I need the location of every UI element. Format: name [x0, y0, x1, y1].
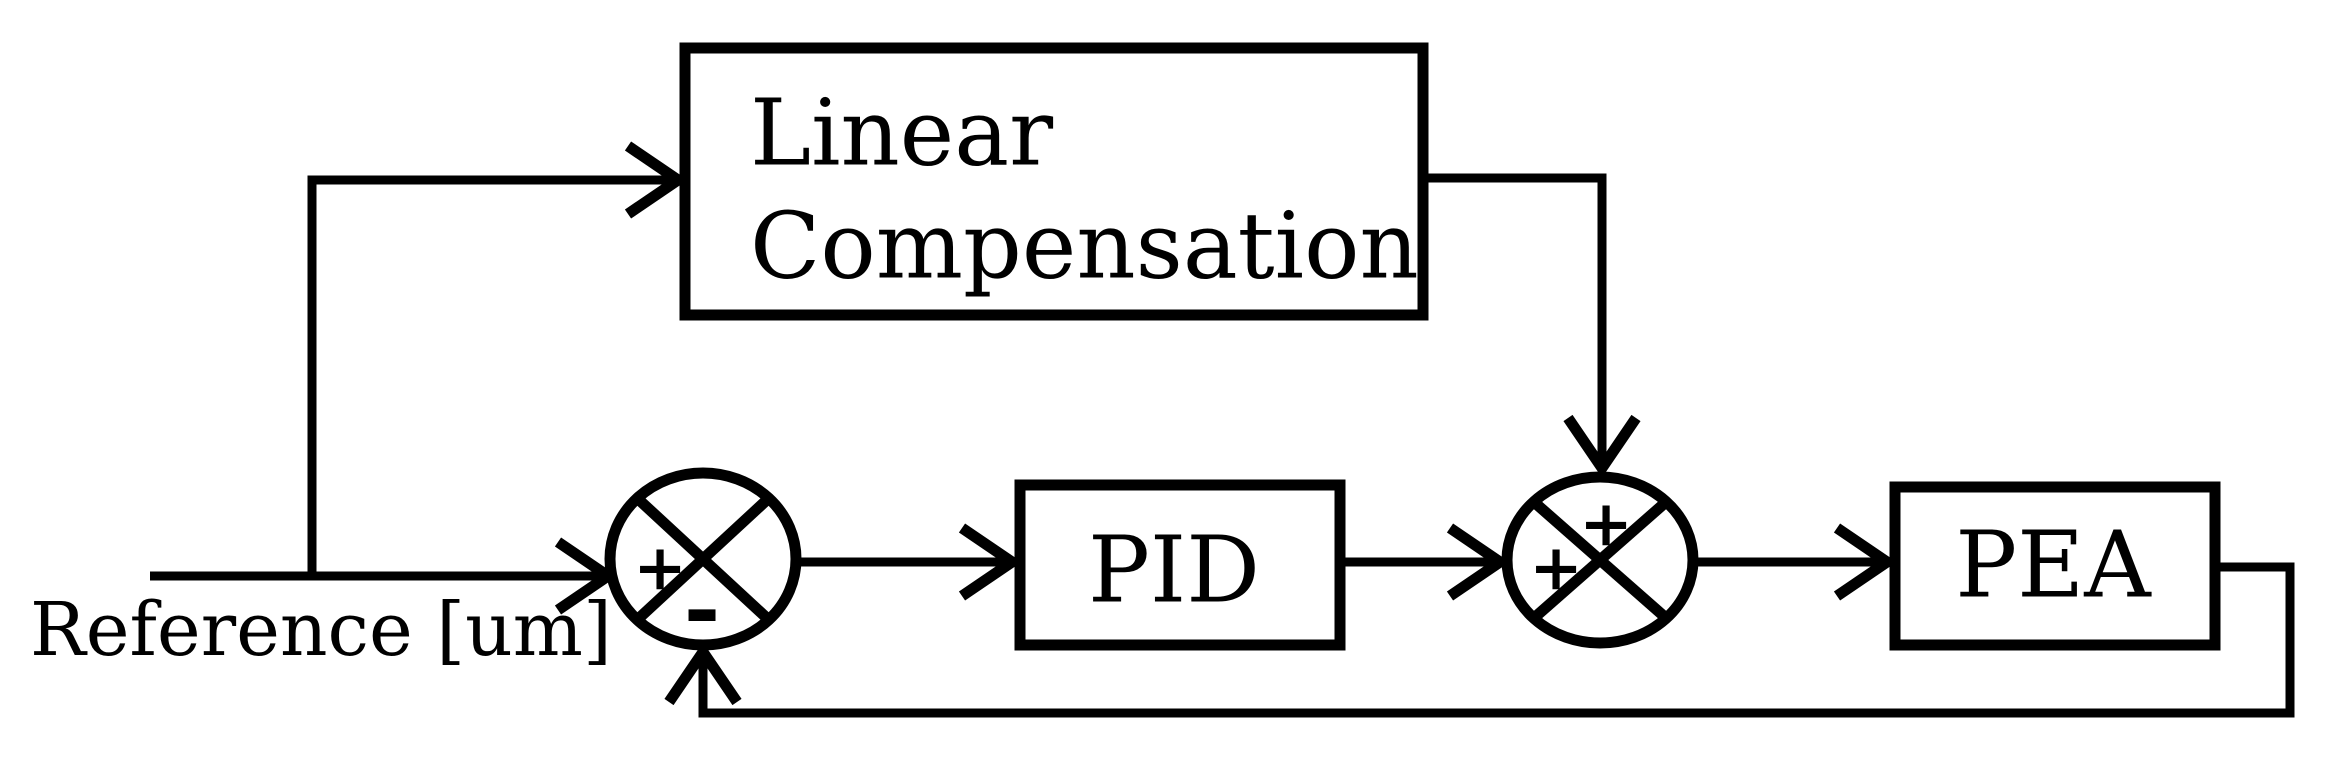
sum2-cross-line: [1530, 497, 1670, 623]
linear-compensation-label-line1: Linear: [750, 80, 1053, 187]
sum2-top-plus-sign: +: [1579, 487, 1633, 562]
linear-compensation-box: [679, 42, 1429, 321]
linear-compensation-output-arrow: [1423, 173, 1641, 478]
linear-compensation-block: Linear Compensation: [679, 42, 1429, 321]
feedback-loop-arrow: [664, 562, 2295, 718]
linear-compensation-label-line2: Compensation: [750, 193, 1419, 300]
sum1-cross-line: [633, 493, 773, 625]
pea-label: PEA: [1955, 512, 2152, 619]
pid-box: [1014, 479, 1346, 651]
reference-label: Reference [um]: [30, 587, 612, 673]
branch-to-linear-compensation-arrow: [307, 141, 688, 576]
pid-block: PID: [1014, 479, 1346, 651]
pea-block: PEA: [1889, 481, 2221, 651]
sum1-plus-sign: +: [633, 531, 687, 606]
sum2-left-plus-sign: +: [1529, 531, 1583, 606]
summing-junction-2: + +: [1501, 471, 1699, 649]
summing-junction-1: + -: [604, 467, 802, 660]
pid-label: PID: [1088, 517, 1260, 624]
pea-box: [1889, 481, 2221, 651]
sum1-minus-sign: -: [684, 556, 721, 660]
